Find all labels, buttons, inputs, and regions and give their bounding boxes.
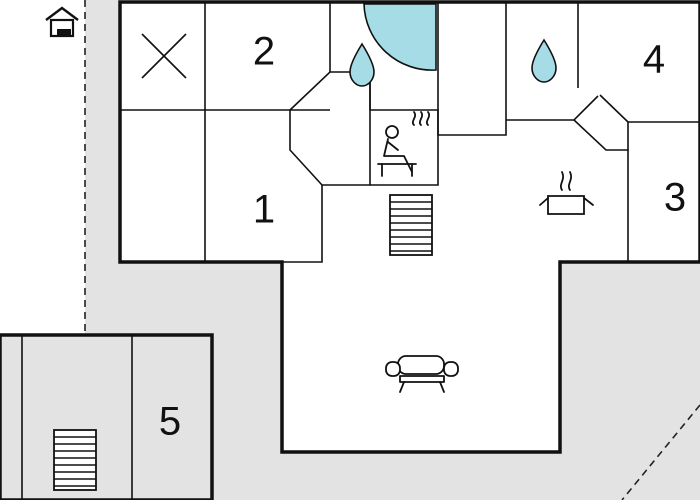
bed-cross-icon xyxy=(141,33,187,79)
room-label-2: 2 xyxy=(253,30,275,74)
water-drop-icon xyxy=(531,38,557,83)
annex-building xyxy=(0,333,214,500)
stairs-icon xyxy=(389,194,433,256)
room-label-5: 5 xyxy=(159,400,181,444)
room-label-4: 4 xyxy=(643,38,665,82)
house-icon xyxy=(45,6,79,38)
room-label-3: 3 xyxy=(664,176,686,220)
sofa-icon xyxy=(385,355,459,393)
stairs-icon xyxy=(53,429,97,491)
cooking-pot-icon xyxy=(539,171,594,215)
sauna-icon xyxy=(377,111,431,177)
main-building xyxy=(118,0,700,454)
interior-walls xyxy=(120,2,700,263)
property-boundary-diagonal xyxy=(621,404,700,500)
hot-tub-icon xyxy=(363,3,437,71)
room-label-1: 1 xyxy=(253,188,275,232)
water-drop-icon xyxy=(349,42,375,87)
